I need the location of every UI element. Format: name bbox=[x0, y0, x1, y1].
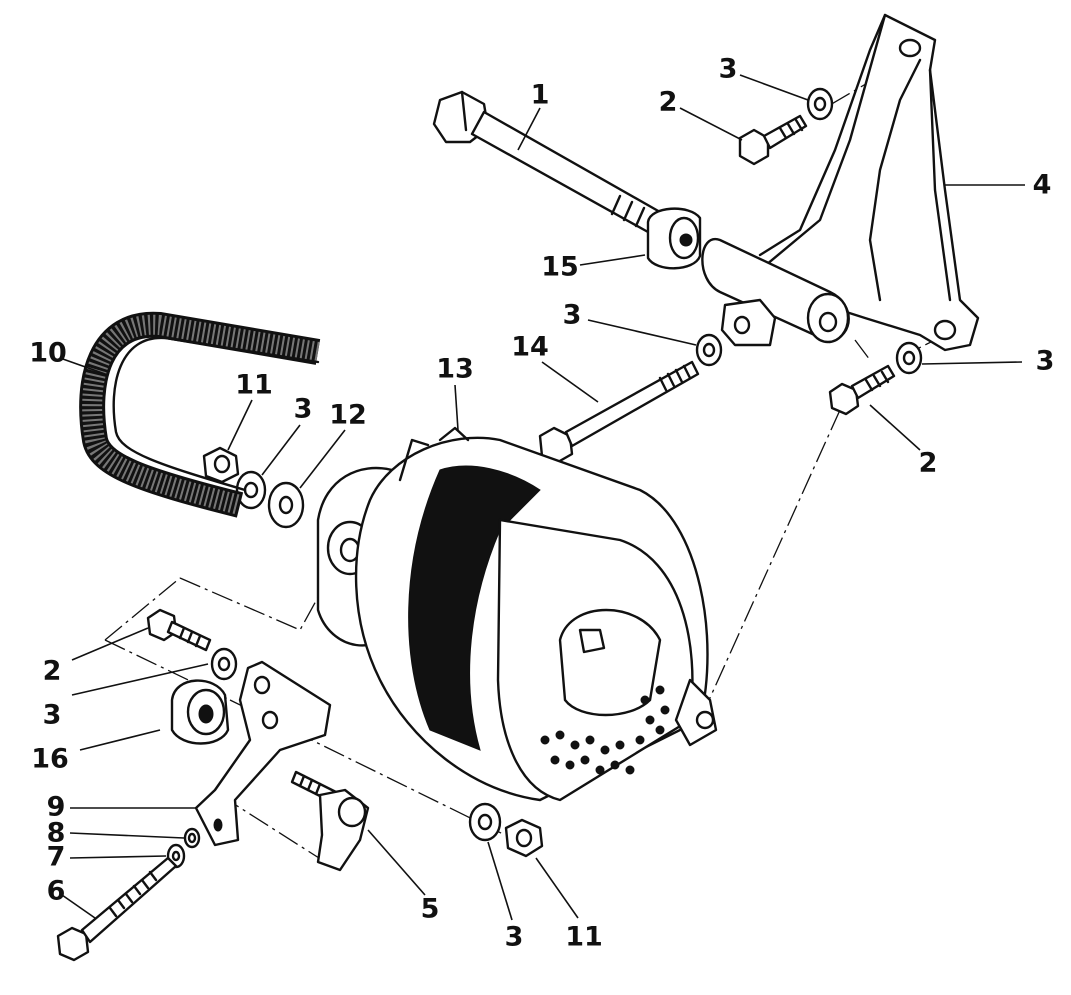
callout-16: 16 bbox=[31, 744, 69, 775]
part-5-stud-plate bbox=[290, 770, 370, 872]
part-10-drive-belt bbox=[79, 311, 321, 518]
part-9-adjusting-link bbox=[194, 660, 332, 847]
callout-12: 12 bbox=[329, 400, 367, 431]
callout-6: 6 bbox=[47, 876, 66, 907]
part-13-alternator bbox=[316, 426, 718, 802]
part-11-nut-lower bbox=[504, 818, 544, 858]
callout-3: 3 bbox=[719, 54, 738, 85]
callout-3: 3 bbox=[505, 922, 524, 953]
part-3-washers bbox=[210, 87, 923, 842]
part-14-bolt bbox=[538, 360, 700, 464]
part-4-mounting-bracket bbox=[701, 13, 980, 352]
callouts: 1 2 3 4 15 3 14 3 2 10 11 3 12 13 2 3 16… bbox=[29, 54, 1054, 953]
vent-holes bbox=[540, 685, 670, 775]
callout-7: 7 bbox=[47, 842, 66, 873]
callout-3: 3 bbox=[294, 394, 313, 425]
part-11-nut-upper bbox=[202, 446, 240, 484]
callout-1: 1 bbox=[531, 80, 550, 111]
part-1-pivot-bolt bbox=[432, 90, 662, 234]
callout-2: 2 bbox=[659, 87, 678, 118]
callout-14: 14 bbox=[511, 332, 549, 363]
callout-13: 13 bbox=[436, 354, 474, 385]
part-2-bolt-right bbox=[828, 364, 896, 416]
callout-9: 9 bbox=[47, 792, 66, 823]
callout-4: 4 bbox=[1033, 170, 1052, 201]
callout-3: 3 bbox=[563, 300, 582, 331]
callout-11: 11 bbox=[235, 370, 273, 401]
part-15-spacer bbox=[646, 207, 702, 270]
callout-3: 3 bbox=[1036, 346, 1055, 377]
leader-lines bbox=[59, 74, 1025, 921]
callout-8: 8 bbox=[47, 818, 66, 849]
callout-5: 5 bbox=[421, 894, 440, 925]
part-16-spacer bbox=[170, 679, 230, 745]
callout-2: 2 bbox=[919, 448, 938, 479]
part-7-washer bbox=[166, 843, 186, 869]
callout-15: 15 bbox=[541, 252, 579, 283]
part-12-washer bbox=[267, 481, 305, 529]
part-2-bolt-top bbox=[738, 114, 808, 166]
part-6-bolt bbox=[56, 856, 178, 962]
part-8-washer bbox=[183, 827, 201, 849]
part-2-bolt-left bbox=[146, 608, 212, 652]
callout-11: 11 bbox=[565, 922, 603, 953]
callout-10: 10 bbox=[29, 338, 67, 369]
callout-3: 3 bbox=[43, 700, 62, 731]
callout-2: 2 bbox=[43, 656, 62, 687]
